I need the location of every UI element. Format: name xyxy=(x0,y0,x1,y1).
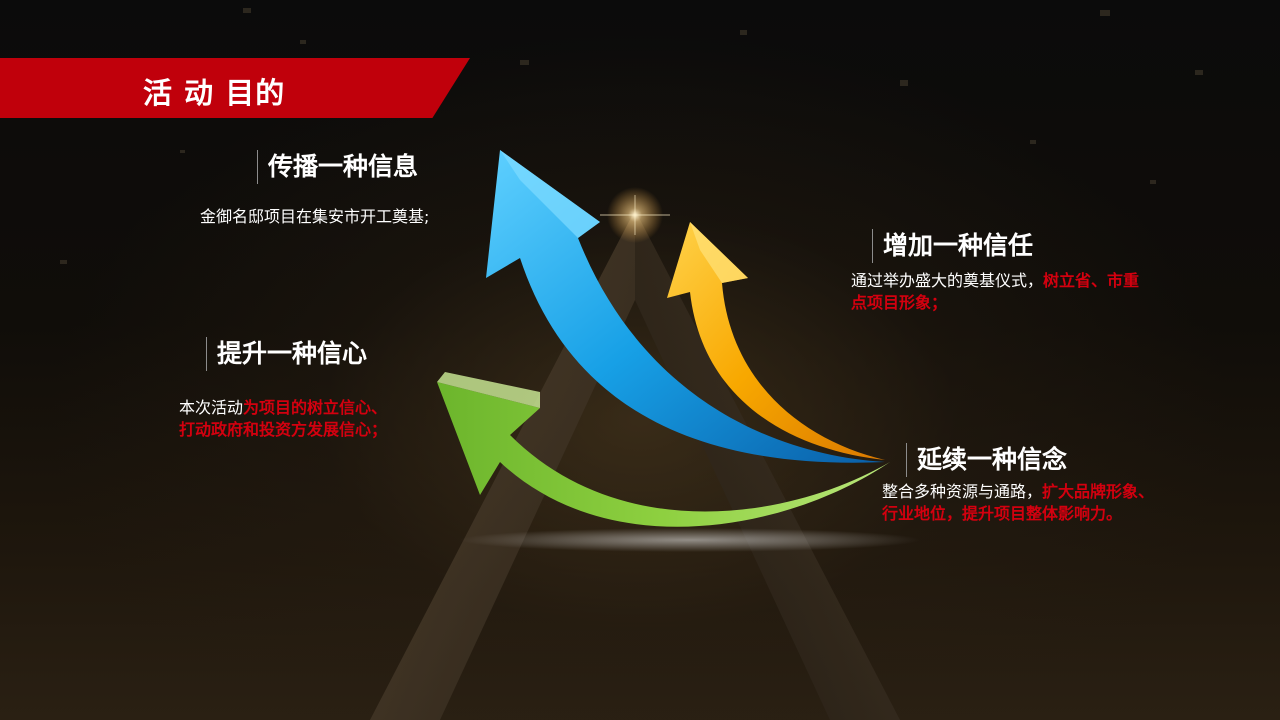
block-continue-title: 延续一种信念 xyxy=(906,443,1067,477)
trust-desc-highlight-2: 点项目形象； xyxy=(851,293,947,312)
arrow-blue-icon xyxy=(486,150,885,463)
continue-desc-highlight-2: 行业地位，提升项目整体影响力。 xyxy=(882,504,1122,523)
trust-desc-highlight-1: 树立省、市重 xyxy=(1043,271,1139,290)
block-continue-desc: 整合多种资源与通路，扩大品牌形象、 行业地位，提升项目整体影响力。 xyxy=(882,481,1154,525)
block-trust-title: 增加一种信任 xyxy=(872,229,1033,263)
confidence-desc-highlight-1: 为项目的树立信心、 xyxy=(243,398,387,417)
trust-desc-plain: 通过举办盛大的奠基仪式， xyxy=(851,271,1043,290)
block-trust: 增加一种信任 xyxy=(872,229,1033,263)
continue-desc-plain: 整合多种资源与通路， xyxy=(882,482,1042,501)
block-confidence-title: 提升一种信心 xyxy=(206,337,367,371)
block-trust-desc: 通过举办盛大的奠基仪式，树立省、市重 点项目形象； xyxy=(851,270,1139,314)
block-continue: 延续一种信念 xyxy=(906,443,1067,477)
block-spread-info: 传播一种信息 xyxy=(257,150,418,184)
confidence-desc-plain: 本次活动 xyxy=(179,398,243,417)
block-confidence-desc: 本次活动为项目的树立信心、 打动政府和投资方发展信心； xyxy=(179,397,387,441)
block-spread-title: 传播一种信息 xyxy=(257,150,418,184)
confidence-desc-highlight-2: 打动政府和投资方发展信心； xyxy=(179,420,387,439)
block-confidence: 提升一种信心 xyxy=(206,337,367,371)
continue-desc-highlight-1: 扩大品牌形象、 xyxy=(1042,482,1154,501)
block-spread-desc: 金御名邸项目在集安市开工奠基; xyxy=(200,206,429,228)
